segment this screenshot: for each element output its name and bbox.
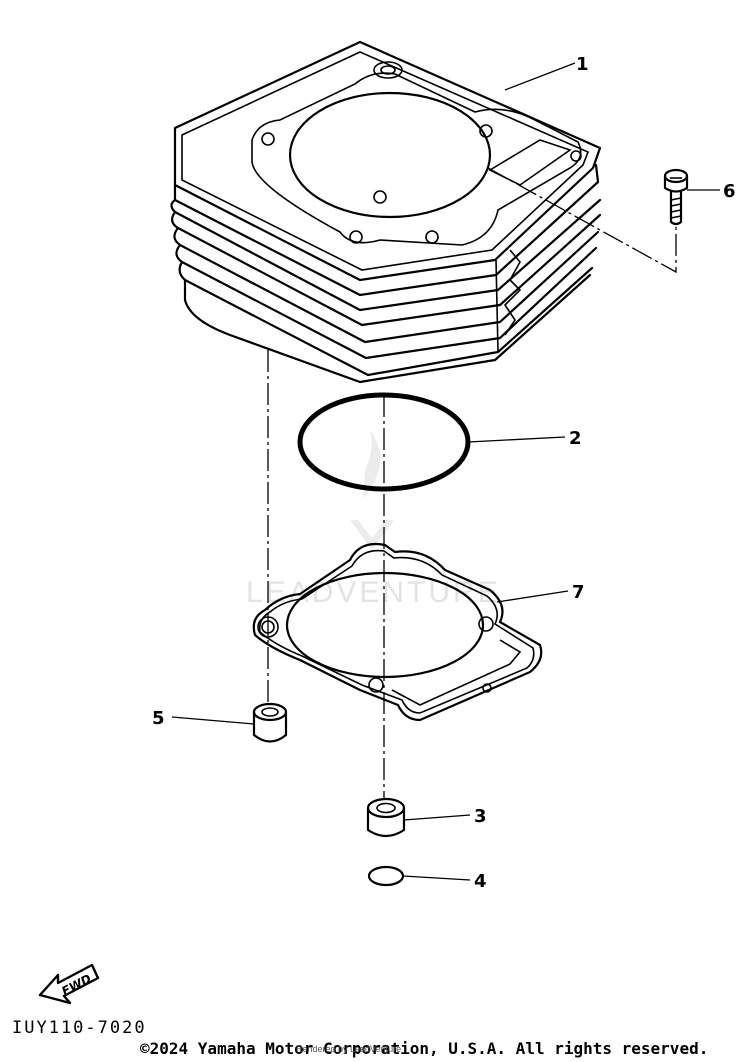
leader-1 [504,62,576,91]
leader-4 [402,875,471,881]
callout-7[interactable]: 7 [572,582,585,603]
callout-6[interactable]: 6 [723,181,736,202]
callout-3[interactable]: 3 [474,806,487,827]
callout-1[interactable]: 1 [576,54,589,75]
gasket-part-7[interactable] [252,542,543,722]
callout-5[interactable]: 5 [152,708,165,729]
bolt-part-6[interactable] [663,168,689,226]
dowel-pin-part-5[interactable] [252,702,288,743]
leader-2 [467,436,566,443]
callout-4[interactable]: 4 [474,871,487,892]
leader-3 [403,814,471,821]
rendered-by-text: Rendered by LeadVenture [296,1044,402,1054]
forward-arrow-icon: FWD [38,963,100,1005]
cylinder-part-1[interactable] [170,40,602,384]
diagram-code: IUY110-7020 [12,1018,147,1038]
dowel-pin-part-3[interactable] [366,797,406,838]
o-ring-part-4[interactable] [367,865,405,887]
copyright-notice: ©2024 Yamaha Motor Corporation, U.S.A. A… [140,1039,709,1058]
callout-2[interactable]: 2 [569,428,582,449]
leader-7 [496,590,569,603]
leader-5 [171,716,255,725]
alignment-line-bolt [487,167,677,274]
